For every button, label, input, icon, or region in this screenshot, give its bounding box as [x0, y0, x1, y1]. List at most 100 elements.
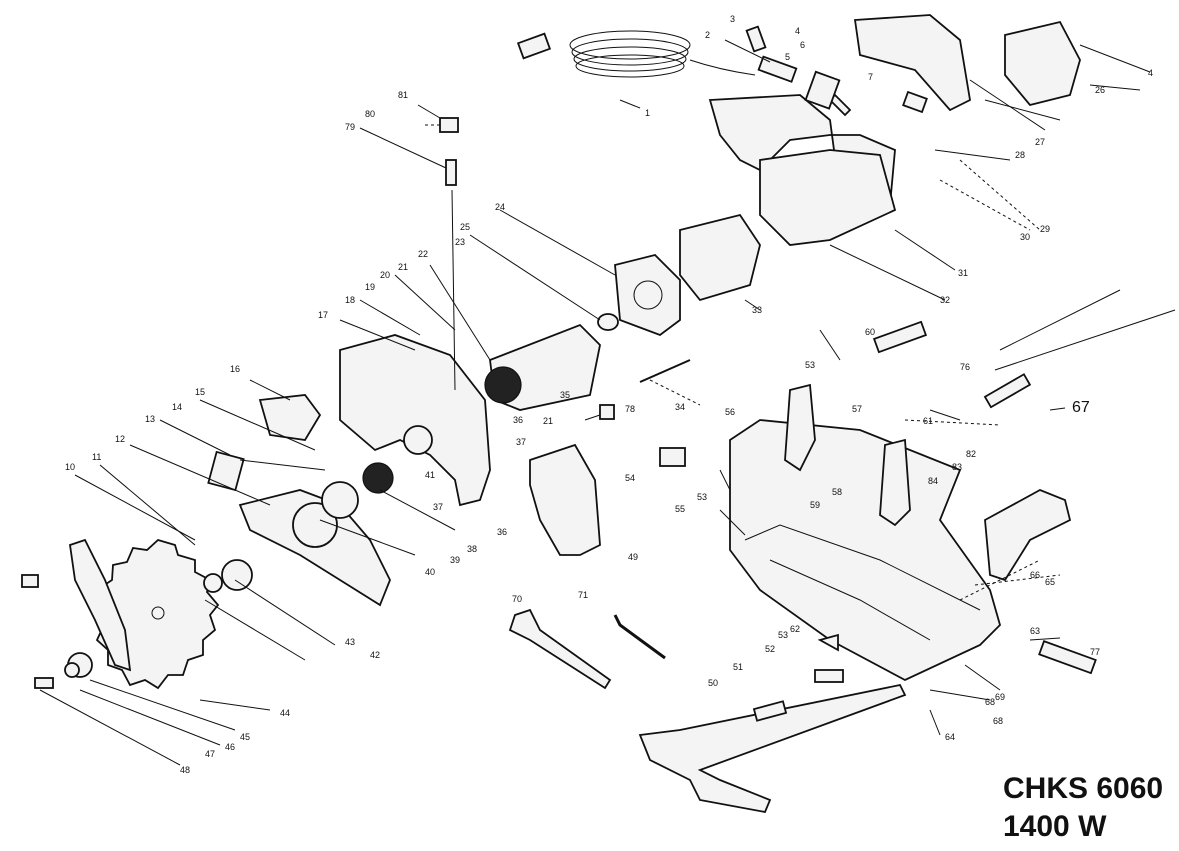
armature — [484, 313, 619, 411]
part-label: 53 — [697, 492, 707, 502]
part-label: 30 — [1020, 232, 1030, 242]
part-label: 16 — [230, 364, 240, 374]
part-label: 58 — [832, 487, 842, 497]
part-label: 36 — [513, 415, 523, 425]
part-label: 38 — [467, 544, 477, 554]
part-label: 52 — [765, 644, 775, 654]
part-label: 79 — [345, 122, 355, 132]
part-label: 42 — [370, 650, 380, 660]
part-label: 35 — [560, 390, 570, 400]
part-label: 67 — [1072, 399, 1090, 416]
part-label: 22 — [418, 249, 428, 259]
part-label: 25 — [460, 222, 470, 232]
leader-lines — [39, 39, 1176, 766]
part-label: 76 — [960, 362, 970, 372]
part-label: 71 — [578, 590, 588, 600]
part-label: 37 — [433, 502, 443, 512]
part-label: 20 — [380, 270, 390, 280]
part-label: 80 — [365, 109, 375, 119]
part-label: 43 — [345, 637, 355, 647]
part-label: 10 — [65, 462, 75, 472]
part-label: 12 — [115, 434, 125, 444]
part-label: 83 — [952, 462, 962, 472]
part-label: 17 — [318, 310, 328, 320]
part-label: 18 — [345, 295, 355, 305]
hex-key — [613, 614, 666, 660]
part-label: 46 — [225, 742, 235, 752]
part-label: 77 — [1090, 647, 1100, 657]
part-label: 3 — [730, 14, 735, 24]
part-label: 28 — [1015, 150, 1025, 160]
part-label: 70 — [512, 594, 522, 604]
part-label: 61 — [923, 416, 933, 426]
part-label: 84 — [928, 476, 938, 486]
part-label: 82 — [966, 449, 976, 459]
part-label: 29 — [1040, 224, 1050, 234]
part-label: 23 — [455, 237, 465, 247]
wrench — [508, 608, 612, 690]
part-label: 34 — [675, 402, 685, 412]
stator — [679, 213, 761, 302]
part-label: 36 — [497, 527, 507, 537]
screws — [439, 25, 1097, 722]
bearing-plate — [614, 254, 681, 337]
part-label: 4 — [795, 26, 800, 36]
part-label: 6 — [800, 40, 805, 50]
part-label: 53 — [805, 360, 815, 370]
part-label: 53 — [778, 630, 788, 640]
part-label: 24 — [495, 202, 505, 212]
part-label: 51 — [733, 662, 743, 672]
part-label: 59 — [810, 500, 820, 510]
part-label: 64 — [945, 732, 955, 742]
part-label: 11 — [92, 452, 101, 462]
part-label: 27 — [1035, 137, 1045, 147]
part-label: 78 — [625, 404, 635, 414]
part-label: 68 — [985, 697, 995, 707]
part-label: 26 — [1095, 85, 1105, 95]
part-label: 63 — [1030, 626, 1040, 636]
part-label: 54 — [625, 473, 635, 483]
part-label: 56 — [725, 407, 735, 417]
part-label: 47 — [205, 749, 215, 759]
part-label: 21 — [543, 416, 553, 426]
motor-housing — [708, 94, 897, 246]
base-plate — [729, 383, 1002, 682]
part-label: 50 — [708, 678, 718, 688]
part-label: 44 — [280, 708, 290, 718]
part-label: 21 — [398, 262, 408, 272]
part-label: 7 — [868, 72, 873, 82]
part-label: 4 — [1148, 68, 1153, 78]
lower-guard — [238, 489, 391, 607]
part-label: 69 — [995, 692, 1005, 702]
handle-shell — [853, 14, 971, 112]
model-code: CHKS 6060 — [1003, 772, 1164, 805]
blade-guard — [339, 334, 491, 507]
part-label: 1 — [645, 108, 650, 118]
part-label: 14 — [172, 402, 182, 412]
part-label: 45 — [240, 732, 250, 742]
power-cord — [516, 30, 756, 78]
riving-knife — [69, 538, 132, 672]
part-label: 41 — [425, 470, 435, 480]
part-label: 15 — [195, 387, 205, 397]
guard-lever — [258, 394, 322, 441]
part-label: 60 — [865, 327, 875, 337]
part-label: 68 — [993, 716, 1003, 726]
part-label: 48 — [180, 765, 190, 775]
part-label: 40 — [425, 567, 435, 577]
part-label: 33 — [752, 305, 762, 315]
part-label: 57 — [852, 404, 862, 414]
part-label: 62 — [790, 624, 800, 634]
flanges — [21, 450, 394, 689]
auxiliary-handle — [984, 489, 1072, 582]
part-label: 65 — [1045, 577, 1055, 587]
part-label: 55 — [675, 504, 685, 514]
part-label: 31 — [958, 268, 968, 278]
part-label: 66 — [1030, 570, 1040, 580]
part-labels: 1 2 3 4 4 5 6 7 10 11 12 13 14 15 16 17 … — [65, 14, 1153, 775]
part-label: 39 — [450, 555, 460, 565]
part-label: 13 — [145, 414, 155, 424]
part-label: 2 — [705, 30, 710, 40]
part-label: 49 — [628, 552, 638, 562]
